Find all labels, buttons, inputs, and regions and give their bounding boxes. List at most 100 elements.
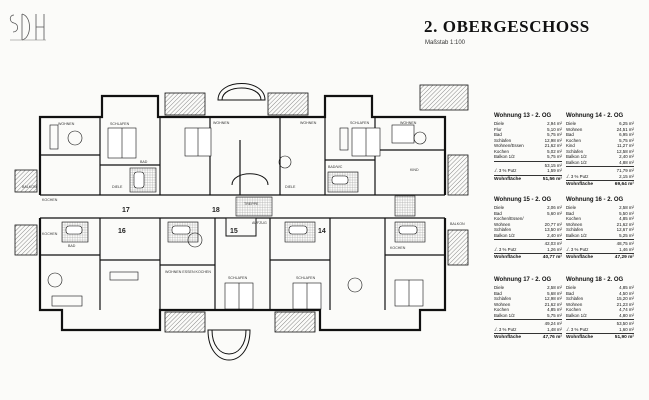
bay-windows xyxy=(207,83,266,361)
room-name: Balkon 1/2 xyxy=(494,232,515,238)
putz-label: ./. 3 % Putz xyxy=(566,326,589,332)
room-label: BAD/WC xyxy=(328,165,343,169)
room-area: 2,58 m² xyxy=(547,285,562,290)
total-label: Wohnfläche xyxy=(494,335,522,340)
room-area: 5,68 m² xyxy=(547,290,562,296)
room-name: Kochen/Essen/ xyxy=(494,216,524,221)
room-label: DIELE xyxy=(112,185,123,189)
total-area: 47,29 m² xyxy=(614,255,634,260)
room-area: 4,80 m² xyxy=(619,312,634,318)
room-label: DIELE xyxy=(285,185,296,189)
putz-label: ./. 3 % Putz xyxy=(494,168,517,173)
total-label: Wohnfläche xyxy=(566,182,594,187)
balconies xyxy=(14,84,469,333)
room-label: KIND xyxy=(410,168,419,172)
room-area: 5,60 m² xyxy=(547,210,562,216)
room-name: Schlafen xyxy=(494,296,512,301)
total-label: Wohnfläche xyxy=(566,255,594,260)
room-area: 12,98 m² xyxy=(544,296,562,301)
room-name: Diele xyxy=(566,121,577,126)
room-name: Wohnen xyxy=(494,301,511,307)
unit-title: Wohnung 14 - 2. OG xyxy=(566,113,624,119)
total-label: Wohnfläche xyxy=(494,176,522,182)
scale-note: Maßstab 1:100 xyxy=(425,40,466,46)
room-name: Kochen xyxy=(566,137,581,143)
room-label: BALKON xyxy=(450,222,465,226)
room-name: Schlafen xyxy=(566,148,584,154)
room-name: Diele xyxy=(494,121,505,126)
room-label: WOHNEN xyxy=(300,121,317,125)
room-name: Kochen xyxy=(566,216,581,221)
room-name: Kochen xyxy=(494,148,509,154)
room-area: 15,20 m² xyxy=(616,296,634,301)
room-area: 5,75 m² xyxy=(547,132,562,137)
furniture xyxy=(47,124,427,307)
room-name: Kochen xyxy=(494,307,509,312)
room-area: 5,02 m² xyxy=(547,148,562,154)
room-area: 21,62 m² xyxy=(544,301,562,307)
room-name: Flur xyxy=(494,126,502,132)
unit-title: Wohnung 15 - 2. OG xyxy=(494,197,552,203)
room-name: Wohnen/Essen xyxy=(494,143,524,148)
room-area: 4,85 m² xyxy=(619,285,634,290)
room-name: Balkon 1/2 xyxy=(494,312,515,318)
room-name: Kochen xyxy=(566,307,581,312)
room-label: WOHNEN xyxy=(400,121,417,125)
room-name: Bad xyxy=(566,132,574,137)
room-area: 12,58 m² xyxy=(616,148,634,154)
room-area: 21,23 m² xyxy=(616,301,634,307)
beds xyxy=(107,124,424,310)
room-name: Schlafen xyxy=(566,296,584,301)
page-title: 2. OBERGESCHOSS xyxy=(424,17,590,36)
room-label: SCHLAFEN xyxy=(110,122,130,126)
room-area: 6,95 m² xyxy=(619,132,634,137)
unit-title: Wohnung 18 - 2. OG xyxy=(566,277,624,283)
room-area: 4,85 m² xyxy=(547,307,562,312)
room-name: Diele xyxy=(566,205,577,210)
unit-number: 14 xyxy=(318,228,326,235)
room-area: 5,25 m² xyxy=(619,232,634,238)
room-name: Schlafen xyxy=(494,227,512,232)
room-name: Balkon 1/2 xyxy=(566,312,587,318)
sum-area: 49,24 m² xyxy=(544,321,562,326)
sum-area: 53,15 m² xyxy=(544,162,562,168)
room-name: Bad xyxy=(566,210,574,216)
room-label: WOHNEN ESSEN KOCHEN xyxy=(165,270,211,274)
unit-title: Wohnung 16 - 2. OG xyxy=(566,197,624,203)
unit-title: Wohnung 13 - 2. OG xyxy=(494,113,552,119)
room-label: BALKON xyxy=(22,185,37,189)
room-name: Diele xyxy=(566,285,577,290)
putz-label: ./. 3 % Putz xyxy=(494,246,517,252)
room-name: Wohnen xyxy=(566,126,583,132)
room-name: Bad xyxy=(494,290,502,296)
room-label: KOCHEN xyxy=(42,232,58,236)
unit-number: 18 xyxy=(212,207,220,214)
room-area: 4,50 m² xyxy=(619,290,634,296)
room-area: 5,75 m² xyxy=(547,154,562,159)
room-label: KOCHEN xyxy=(42,198,58,202)
total-label: Wohnfläche xyxy=(566,335,594,340)
room-area: 21,62 m² xyxy=(544,143,562,148)
room-area: 5,75 m² xyxy=(619,137,634,143)
room-area: 12,98 m² xyxy=(544,137,562,143)
total-area: 47,76 m² xyxy=(542,335,562,340)
room-name: Bad xyxy=(494,210,502,216)
room-name: Schlafen xyxy=(494,137,512,143)
room-area: 20,77 m² xyxy=(544,221,562,227)
floor-plan xyxy=(14,83,469,361)
putz-area: 1,26 m² xyxy=(547,246,562,252)
room-area: 2,40 m² xyxy=(619,154,634,159)
putz-area: 1,46 m² xyxy=(619,246,634,252)
room-area: 12,67 m² xyxy=(616,227,634,232)
total-area: 51,90 m² xyxy=(614,335,634,340)
total-area: 40,77 m² xyxy=(542,255,562,260)
sdh-logo xyxy=(9,13,46,41)
room-name: Balkon 1/2 xyxy=(566,232,587,238)
room-name: Balkon 1/2 xyxy=(566,159,587,165)
